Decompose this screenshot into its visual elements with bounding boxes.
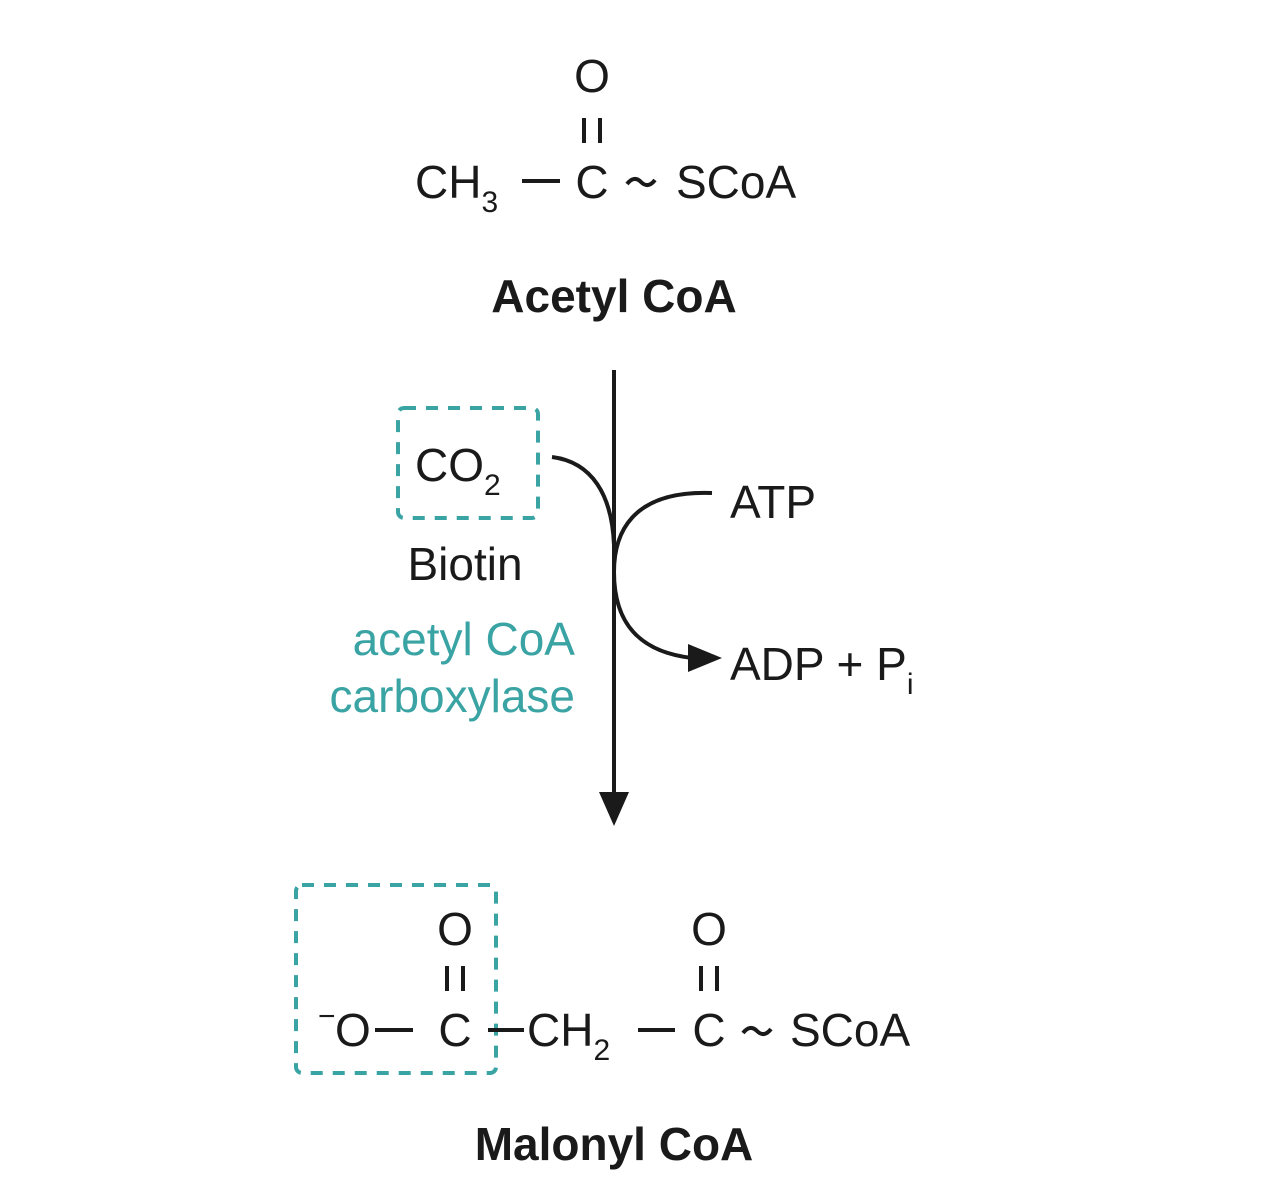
acetyl-coa-structure: O CH3 C SCoA Acetyl CoA <box>415 50 796 322</box>
main-arrow-head <box>599 792 629 826</box>
reaction-arrow <box>599 370 629 826</box>
carboxyl-carbon: C <box>438 1004 471 1056</box>
co2-curved-arrow <box>551 455 616 546</box>
adp-arrow-head <box>688 644 722 672</box>
thioester-carbonyl-oxygen: O <box>691 903 727 955</box>
added-carboxyl-highlight-box <box>294 883 498 1075</box>
co2-label: CO2 <box>415 439 501 502</box>
acetyl-methyl-group: CH3 <box>415 156 498 219</box>
thioester-carbon: C <box>692 1004 725 1056</box>
enzyme-name-line2: carboxylase <box>330 670 575 722</box>
methylene-group: CH2 <box>527 1004 610 1067</box>
acetyl-coa-label: Acetyl CoA <box>491 270 736 322</box>
acetyl-carbonyl-oxygen: O <box>574 50 610 102</box>
co2-input: CO2 <box>396 406 616 546</box>
acetyl-carbonyl-carbon: C <box>575 156 608 208</box>
adp-pi-label: ADP + Pi <box>730 638 914 701</box>
co2-highlight-box <box>396 406 540 520</box>
malonyl-thioester-bond <box>741 1026 773 1036</box>
carboxylate-oxygen: O <box>335 1004 371 1056</box>
acetyl-scoa: SCoA <box>676 156 796 208</box>
malonyl-scoa: SCoA <box>790 1004 910 1056</box>
carboxylate-charge: − <box>318 1000 336 1033</box>
biotin-cofactor-label: Biotin <box>407 538 522 590</box>
acetyl-thioester-bond <box>625 177 657 187</box>
enzyme-name-line1: acetyl CoA <box>353 613 576 665</box>
malonyl-coa-label: Malonyl CoA <box>475 1118 754 1170</box>
atp-curved-arrow <box>611 490 713 660</box>
malonyl-coa-structure: O O − O C CH2 C SCoA Malonyl CoA <box>294 883 910 1170</box>
carboxyl-carbonyl-oxygen: O <box>437 903 473 955</box>
atp-label: ATP <box>730 476 816 528</box>
atp-hydrolysis: ATP ADP + Pi <box>611 476 914 701</box>
